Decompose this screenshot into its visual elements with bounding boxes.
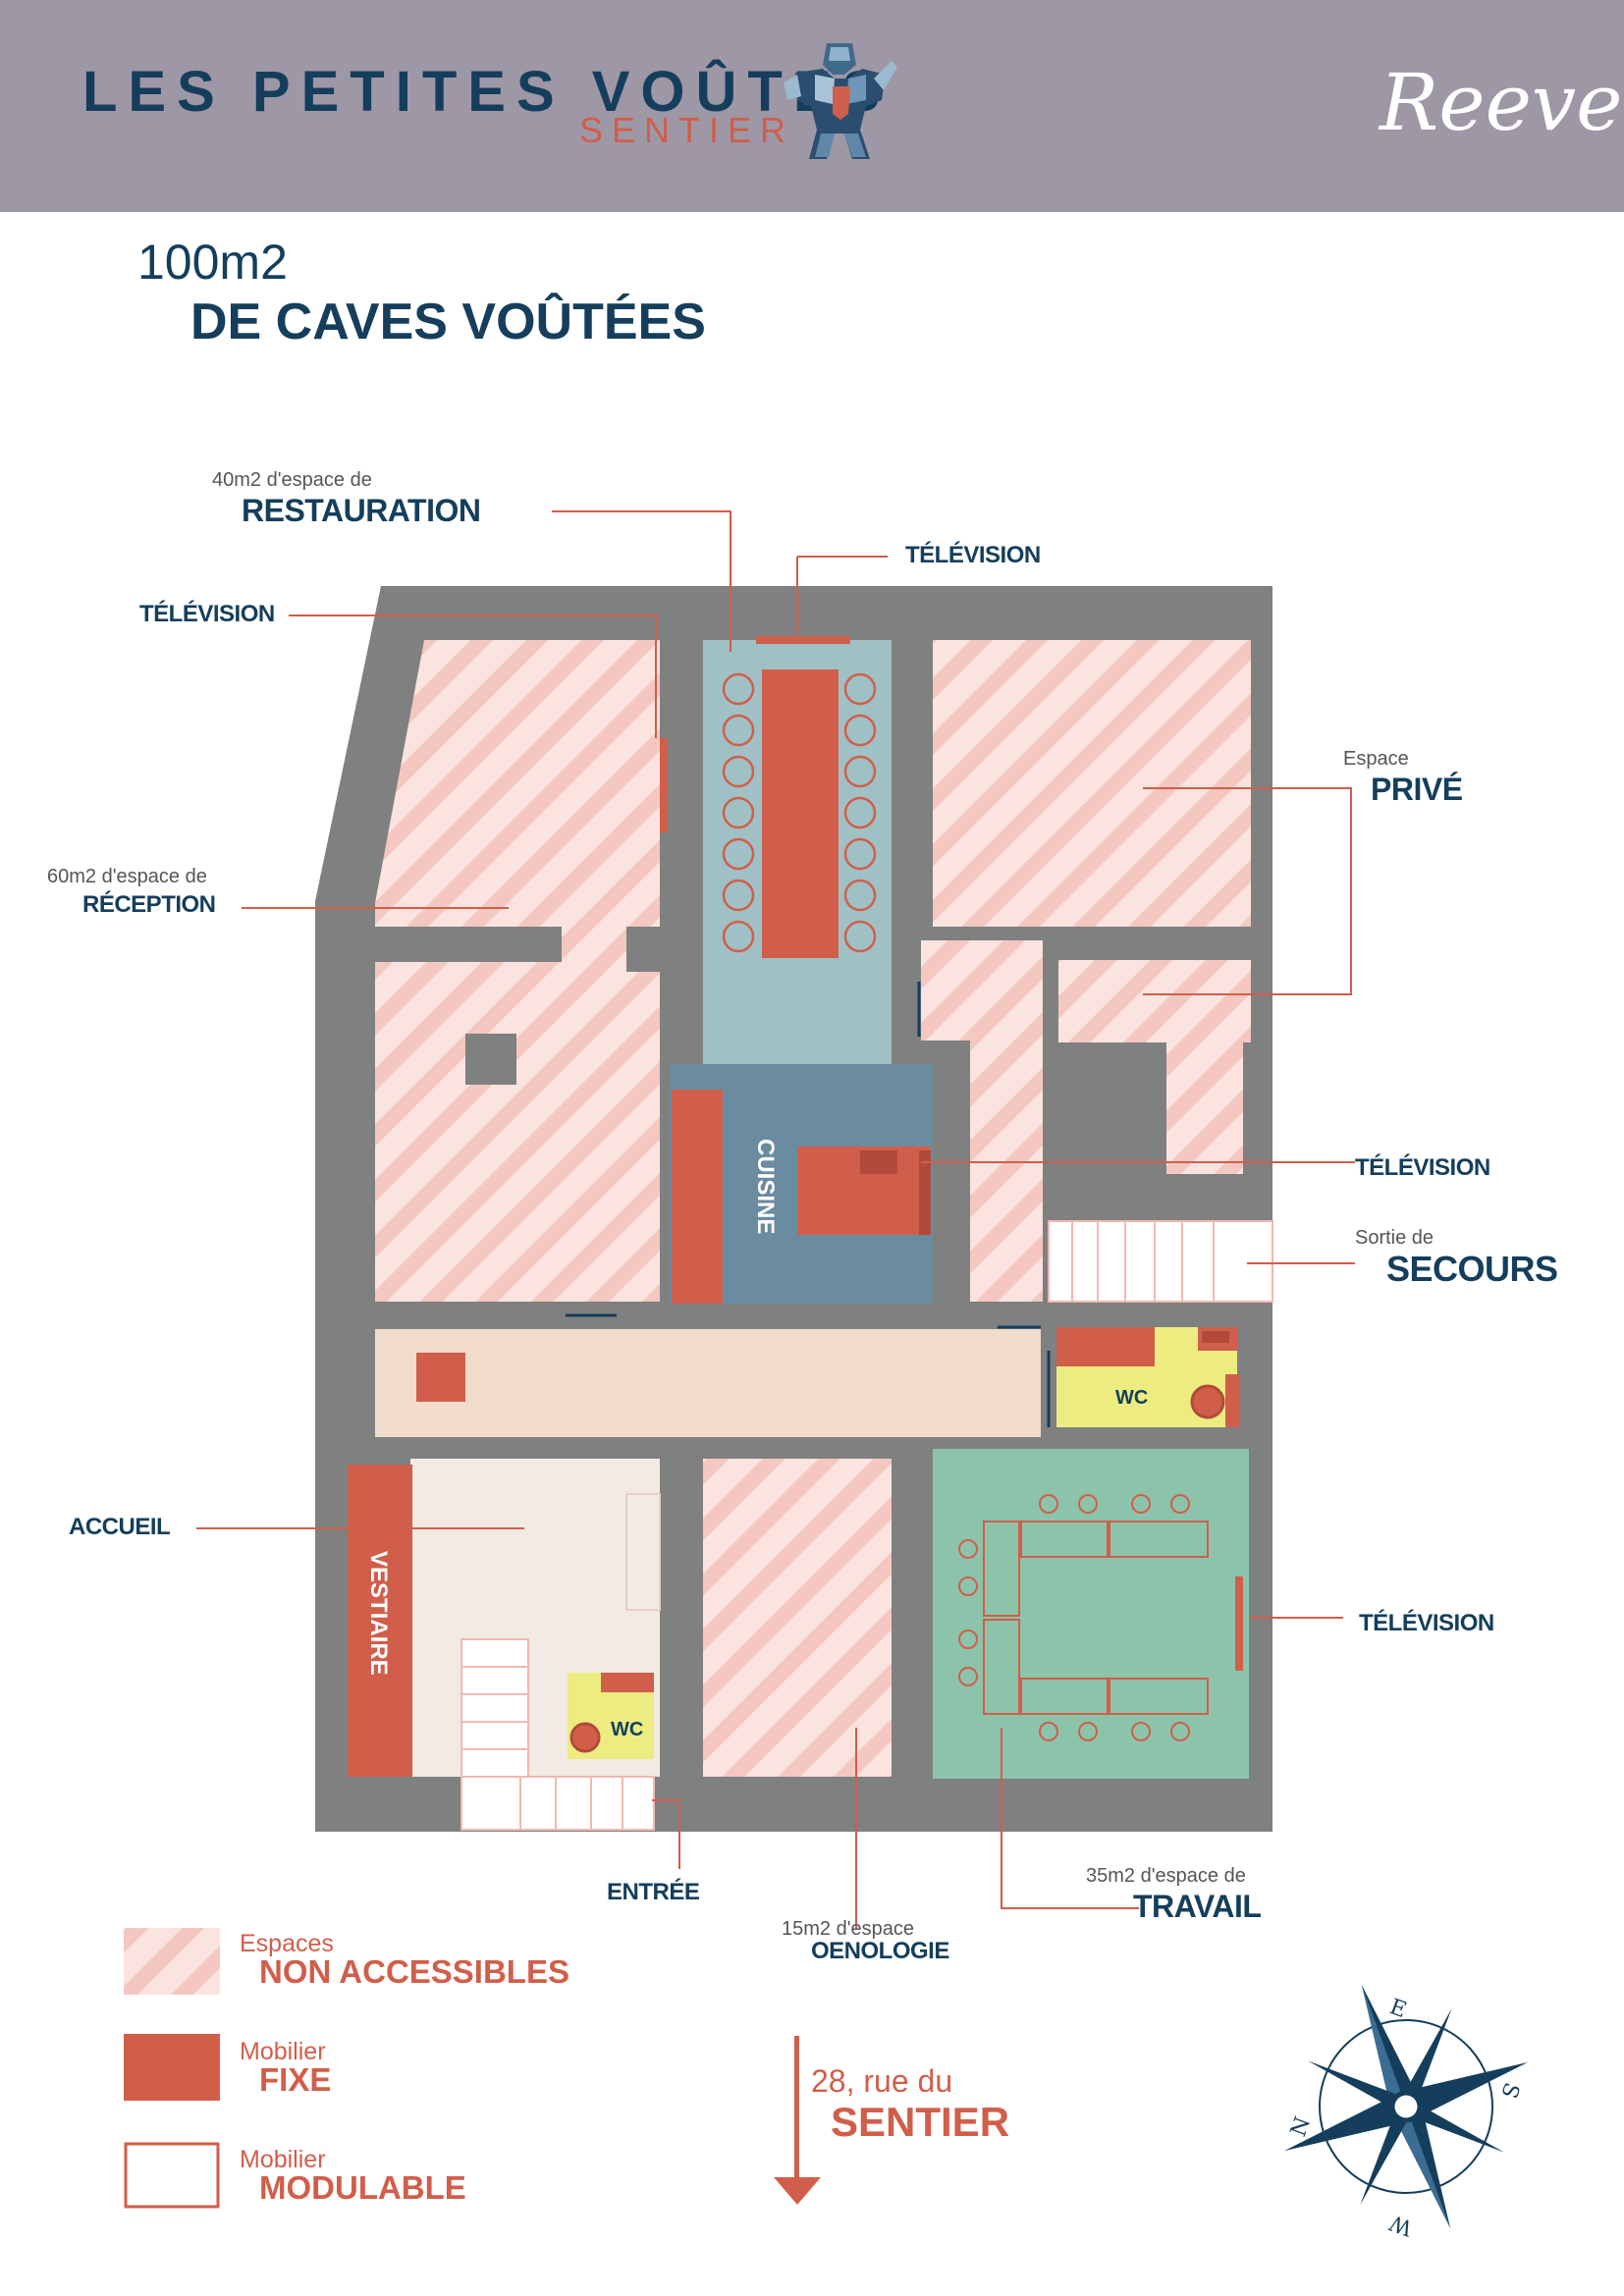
travail-room — [933, 1449, 1249, 1779]
chair-icon — [722, 920, 755, 953]
corridor-block — [416, 1353, 465, 1402]
reception-pillar — [465, 1034, 516, 1085]
chair-icon — [722, 879, 755, 912]
compass-e: E — [1386, 1995, 1410, 2023]
chair-icon — [722, 755, 755, 788]
oenologie-label: OENOLOGIE — [811, 1938, 949, 1964]
secours-area: Sortie de — [1355, 1227, 1435, 1249]
knight-logo-icon — [784, 43, 897, 159]
cuisine-counter — [672, 1090, 723, 1304]
staircase — [460, 1638, 655, 1831]
corridor — [375, 1329, 1041, 1437]
compass-rose-icon — [1283, 1984, 1529, 2229]
travail-tables — [983, 1521, 1209, 1715]
chair-icon — [722, 672, 755, 706]
compass-s: S — [1495, 2079, 1524, 2102]
street-arrow — [774, 2036, 821, 2205]
reeve-signature: Reeve — [1380, 57, 1623, 148]
tv-left — [660, 738, 668, 832]
chair-icon — [843, 920, 877, 953]
oenologie-room — [703, 1459, 892, 1777]
legend-swatch-hatch — [124, 1928, 220, 1995]
address-line1: 28, rue du — [811, 2063, 953, 2099]
legend-swatch-fixe — [124, 2034, 220, 2101]
legend-2-small: Mobilier — [240, 2038, 326, 2065]
chair-icon — [843, 672, 877, 706]
legend-3-small: Mobilier — [240, 2146, 326, 2173]
brand-name: LES PETITES VOÛTES — [82, 60, 892, 124]
legend-swatch-modulable — [124, 2142, 220, 2209]
prive-area: Espace — [1343, 748, 1409, 770]
tv-top-label: TÉLÉVISION — [905, 542, 1041, 568]
entree-label: ENTRÉE — [607, 1879, 700, 1905]
chair-icon — [843, 879, 877, 912]
header-banner: LES PETITES VOÛTES SENTIER Reeve — [0, 0, 1624, 212]
chair-icon — [722, 796, 755, 829]
prive-room-lower — [921, 940, 1043, 1302]
chair-icon — [722, 837, 755, 871]
legend-2-label: FIXE — [259, 2061, 332, 2098]
page-title: DE CAVES VOÛTÉES — [190, 294, 706, 350]
compass-n: N — [1286, 2113, 1316, 2140]
chair-icon — [722, 714, 755, 747]
restauration-area: 40m2 d'espace de — [212, 469, 372, 491]
vestiaire-label: VESTIAIRE — [365, 1551, 392, 1676]
accueil-label: ACCUEIL — [69, 1514, 171, 1540]
tv-top — [756, 636, 850, 644]
prive-annex — [1058, 960, 1251, 1042]
chair-icon — [843, 796, 877, 829]
compass-w: W — [1386, 2209, 1416, 2239]
secours-label: SECOURS — [1386, 1249, 1558, 1289]
reception-room — [375, 640, 660, 1302]
surface-area: 100m2 — [137, 235, 288, 290]
reception-label: RÉCEPTION — [82, 891, 216, 918]
wc-label-1: WC — [611, 1719, 643, 1740]
restauration-chairs — [722, 672, 877, 953]
oenologie-area: 15m2 d'espace — [782, 1918, 915, 1940]
wc-label-2: WC — [1115, 1387, 1148, 1409]
prive-label: PRIVÉ — [1371, 772, 1463, 807]
tv-right-low-label: TÉLÉVISION — [1359, 1610, 1494, 1636]
travail-label: TRAVAIL — [1133, 1889, 1262, 1924]
reception-area: 60m2 d'espace de — [47, 866, 207, 887]
tv-left-label: TÉLÉVISION — [139, 601, 275, 627]
prive-room — [933, 640, 1251, 927]
brand-subtitle: SENTIER — [579, 110, 795, 150]
chair-icon — [843, 837, 877, 871]
address-line2: SENTIER — [831, 2099, 1010, 2145]
vestiaire — [348, 1465, 412, 1777]
prive-annex-lower — [1166, 1042, 1243, 1174]
legend-1-label: NON ACCESSIBLES — [259, 1953, 569, 1990]
tv-right-mid-label: TÉLÉVISION — [1355, 1154, 1490, 1181]
emergency-stairs — [1048, 1220, 1273, 1303]
legend-3-label: MODULABLE — [259, 2169, 466, 2206]
travail-area: 35m2 d'espace de — [1086, 1865, 1246, 1887]
cuisine-label: CUISINE — [752, 1139, 779, 1234]
restauration-label: RESTAURATION — [242, 493, 481, 528]
restauration-table — [762, 669, 839, 958]
legend-1-small: Espaces — [240, 1930, 334, 1957]
chair-icon — [843, 714, 877, 747]
travail-chairs — [958, 1494, 1190, 1741]
chair-icon — [843, 755, 877, 788]
